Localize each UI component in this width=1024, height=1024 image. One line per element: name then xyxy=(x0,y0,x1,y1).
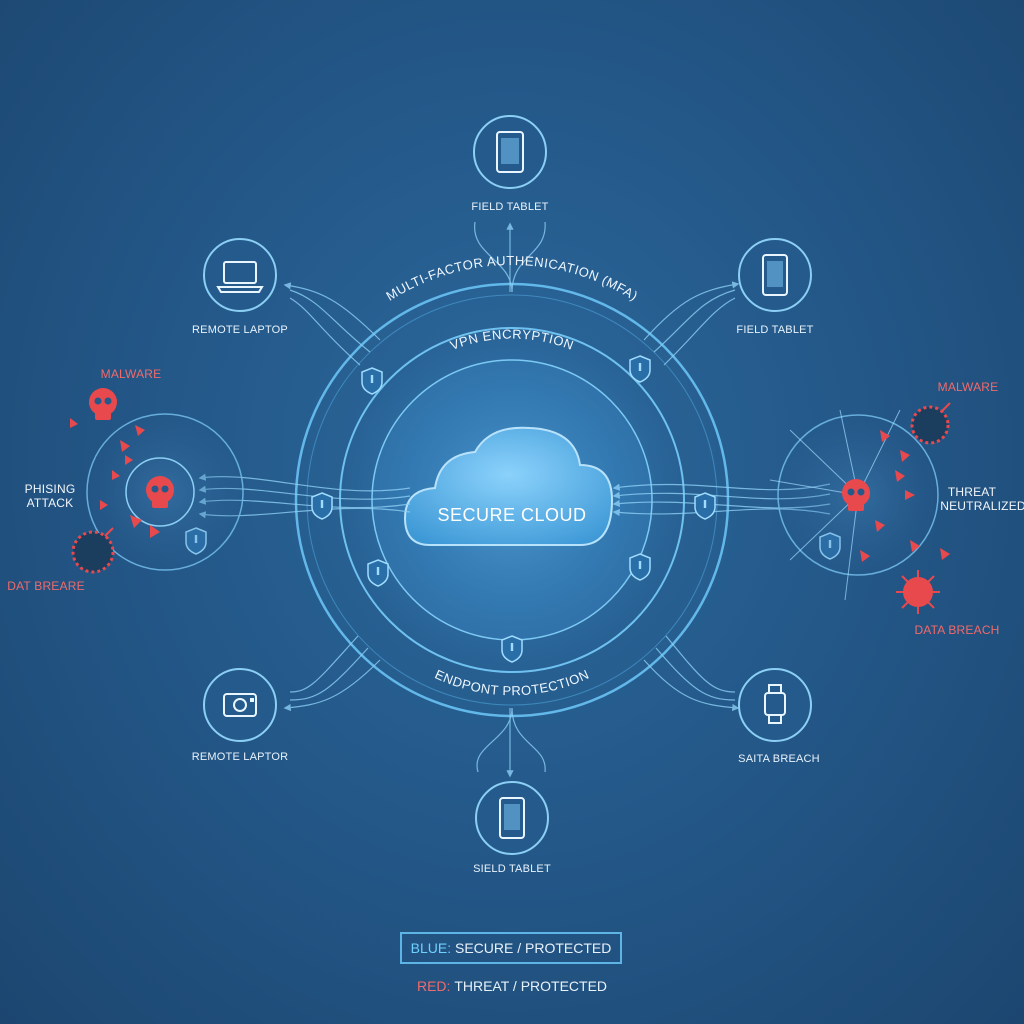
cloud-label: SECURE CLOUD xyxy=(437,505,587,525)
skull-icon xyxy=(146,476,174,508)
device-label-bottom-left: REMOTE LAPTOR xyxy=(191,751,289,763)
tablet-icon xyxy=(499,797,525,839)
threat-zone-right xyxy=(769,402,951,614)
shield-icon xyxy=(629,553,651,581)
legend-threat-key: RED: xyxy=(416,978,451,994)
device-label-bottom: SIELD TABLET xyxy=(473,863,551,875)
skull-icon xyxy=(89,388,117,420)
device-node-top[interactable] xyxy=(473,115,547,189)
device-label-top-right: FIELD TABLET xyxy=(736,324,814,336)
bomb-icon xyxy=(910,402,951,445)
threat-label-malware-left: MALWARE xyxy=(100,367,162,381)
legend-threat: RED: THREAT / PROTECTED xyxy=(417,978,607,994)
shield-icon xyxy=(311,492,333,520)
ring-outer xyxy=(294,282,730,718)
device-label-top-left: REMOTE LAPTOP xyxy=(192,324,288,336)
shield-icon xyxy=(501,635,523,663)
threat-label-phishing-line1: PHISING xyxy=(24,482,76,496)
legend-secure: BLUE: SECURE / PROTECTED xyxy=(400,932,622,964)
threat-debris xyxy=(860,430,950,562)
threat-label-breach-left: DAT BREARE xyxy=(7,579,85,593)
cloud-icon xyxy=(403,426,614,546)
shield-icon xyxy=(367,559,389,587)
device-node-bottom[interactable] xyxy=(475,781,549,855)
bomb-icon xyxy=(71,527,115,574)
device-label-bottom-right: SAITA BREACH xyxy=(738,753,820,765)
legend-secure-text: SECURE / PROTECTED xyxy=(455,940,612,956)
device-node-bottom-right[interactable] xyxy=(738,668,812,742)
smartwatch-icon xyxy=(764,684,786,724)
legend-threat-text: THREAT / PROTECTED xyxy=(454,978,608,994)
threat-label-neutralized-line2: NEUTRALIZED xyxy=(940,499,1024,513)
skull-icon xyxy=(842,479,870,511)
shield-icon xyxy=(629,355,651,383)
threat-debris xyxy=(70,418,160,538)
camera-icon xyxy=(223,693,257,717)
shield-icon xyxy=(361,367,383,395)
laptop-icon xyxy=(216,261,264,293)
device-node-bottom-left[interactable] xyxy=(203,668,277,742)
ring-label-outer: MULTI-FACTOR AUTHENICATION (MFA) xyxy=(383,253,640,304)
threat-zone-left xyxy=(70,388,244,574)
tablet-icon xyxy=(496,131,524,173)
shield-icon xyxy=(694,492,716,520)
device-node-top-right[interactable] xyxy=(738,238,812,312)
threat-label-breach-right: DATA BREACH xyxy=(914,623,1000,637)
threat-label-phishing-line2: ATTACK xyxy=(26,496,74,510)
tablet-icon xyxy=(762,254,788,296)
device-label-top: FIELD TABLET xyxy=(471,201,549,213)
legend-secure-key: BLUE: xyxy=(410,940,452,956)
device-node-top-left[interactable] xyxy=(203,238,277,312)
virus-icon xyxy=(896,570,940,614)
threat-label-malware-right: MALWARE xyxy=(937,380,999,394)
threat-label-neutralized-line1: THREAT xyxy=(947,485,997,499)
